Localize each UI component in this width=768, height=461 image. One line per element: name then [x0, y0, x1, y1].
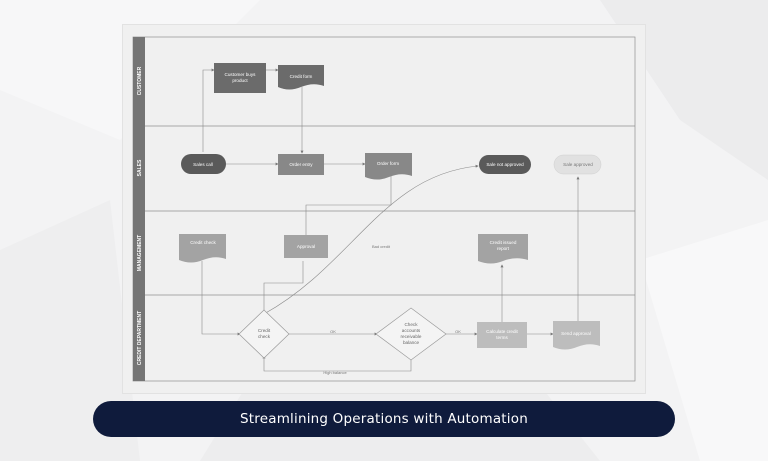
- node-approval: Approval: [284, 235, 328, 258]
- edge-label-ok-1: OK: [330, 329, 336, 334]
- node-send-approval: Send approval: [553, 321, 600, 350]
- lane-label-management: MANAGEMENT: [137, 235, 143, 271]
- svg-text:Sale not approved: Sale not approved: [486, 162, 524, 167]
- edge-label-high-balance: High balance: [323, 370, 347, 375]
- swimlane-flowchart: CUSTOMER SALES MANAGEMENT CREDIT DEPARTM…: [132, 36, 636, 382]
- svg-text:Check: Check: [404, 322, 418, 327]
- connectors: [201, 68, 580, 372]
- node-order-form: Order form: [365, 153, 412, 180]
- node-customer-buys-product: Customer buys product: [214, 63, 266, 93]
- svg-text:balance: balance: [403, 340, 420, 345]
- svg-text:report: report: [497, 246, 510, 251]
- svg-text:check: check: [258, 334, 271, 339]
- node-credit-check-doc: Credit check: [179, 234, 226, 263]
- svg-text:Credit form: Credit form: [290, 74, 313, 79]
- caption-banner: Streamlining Operations with Automation: [93, 401, 675, 437]
- svg-text:Credit check: Credit check: [190, 240, 216, 245]
- node-credit-check-decision: Credit check: [238, 309, 290, 359]
- node-sale-not-approved: Sale not approved: [479, 155, 531, 174]
- svg-text:Customer buys: Customer buys: [225, 72, 257, 77]
- svg-text:Credit: Credit: [258, 328, 271, 333]
- svg-text:Sales call: Sales call: [193, 162, 213, 167]
- svg-text:Send approval: Send approval: [561, 331, 591, 336]
- lane-label-customer: CUSTOMER: [137, 66, 143, 95]
- svg-text:Order form: Order form: [377, 161, 399, 166]
- svg-text:accounts: accounts: [402, 328, 421, 333]
- diagram-card: CUSTOMER SALES MANAGEMENT CREDIT DEPARTM…: [122, 24, 646, 394]
- lane-header-credit: [133, 295, 145, 381]
- svg-text:terms: terms: [496, 335, 508, 340]
- edge-label-ok-2: OK: [455, 329, 461, 334]
- edge-label-bad-credit: Bad credit: [372, 244, 391, 249]
- lanes-frame: [132, 36, 636, 382]
- node-check-ar-balance-decision: Check accounts receivable balance: [375, 307, 447, 361]
- node-sales-call: Sales call: [181, 154, 226, 174]
- svg-text:receivable: receivable: [401, 334, 422, 339]
- svg-text:Credit issued: Credit issued: [490, 240, 517, 245]
- lane-header-sales: [133, 126, 145, 211]
- node-order-entry: Order entry: [278, 154, 324, 175]
- svg-text:product: product: [232, 78, 248, 83]
- lane-label-sales: SALES: [137, 159, 143, 176]
- svg-text:Sale approved: Sale approved: [563, 162, 593, 167]
- svg-text:Calculate credit: Calculate credit: [486, 329, 518, 334]
- svg-text:Approval: Approval: [297, 244, 315, 249]
- node-credit-issued-report: Credit issued report: [478, 234, 528, 264]
- svg-text:Order entry: Order entry: [289, 162, 313, 167]
- node-sale-approved: Sale approved: [553, 154, 602, 175]
- lane-header-customer: [133, 37, 145, 126]
- node-credit-form-customer: Credit form: [278, 65, 324, 90]
- lane-label-credit: CREDIT DEPARTMENT: [137, 311, 143, 365]
- caption-text: Streamlining Operations with Automation: [240, 411, 528, 427]
- node-calculate-credit-terms: Calculate credit terms: [477, 322, 527, 348]
- lane-header-management: [133, 211, 145, 295]
